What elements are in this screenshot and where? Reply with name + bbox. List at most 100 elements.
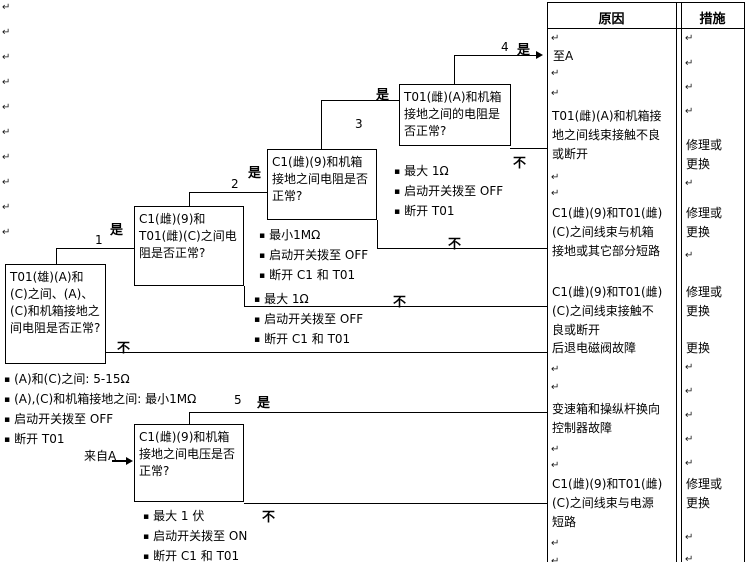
- note-text: 断开 T01: [14, 432, 65, 446]
- bullet-icon: ▪: [394, 207, 401, 217]
- bullet-icon: ▪: [259, 251, 266, 261]
- paragraph-mark: ↵: [685, 106, 694, 117]
- connector-line: [321, 100, 399, 101]
- from-a-label: 来自A: [84, 449, 117, 463]
- paragraph-mark: ↵: [2, 77, 11, 88]
- paragraph-mark: ↵: [551, 538, 560, 549]
- yes-label-4: 是: [517, 43, 531, 58]
- paragraph-mark: ↵: [685, 58, 694, 69]
- paragraph-mark: ↵: [551, 460, 560, 471]
- paragraph-mark: ↵: [551, 33, 560, 44]
- note-text: 断开 C1 和 T01: [269, 268, 356, 282]
- table-column-divider: [676, 2, 677, 562]
- notes-box-1: ▪(A)和(C)之间: 5-15Ω ▪(A),(C)和机箱接地之间: 最小1MΩ…: [4, 370, 196, 450]
- no-label-5: 不: [262, 510, 276, 525]
- paragraph-mark: ↵: [2, 227, 11, 238]
- bullet-icon: ▪: [394, 167, 401, 177]
- bullet-icon: ▪: [143, 552, 150, 562]
- decision-box-5: C1(雌)(9)和机箱接地之间电压是否正常?: [134, 424, 244, 502]
- paragraph-mark: ↵: [551, 88, 560, 99]
- arrowhead-right-icon: [126, 457, 133, 465]
- paragraph-mark: ↵: [685, 458, 694, 469]
- connector-line: [189, 412, 547, 413]
- connector-line: [189, 192, 190, 206]
- paragraph-mark: ↵: [685, 250, 694, 261]
- bullet-icon: ▪: [254, 315, 261, 325]
- note-line: ▪(A),(C)和机箱接地之间: 最小1MΩ: [4, 390, 196, 410]
- connector-line: [454, 55, 455, 84]
- bullet-icon: ▪: [4, 415, 11, 425]
- measure-text-3: 修理或更换: [686, 285, 723, 318]
- note-text: 最大 1Ω: [404, 164, 449, 178]
- paragraph-mark: ↵: [685, 410, 694, 421]
- note-line: ▪断开 C1 和 T01: [259, 266, 368, 286]
- note-line: ▪断开 T01: [394, 202, 503, 222]
- cause-column-header: 原因: [598, 12, 625, 27]
- notes-box-4: ▪最大 1Ω ▪启动开关拨至 OFF ▪断开 T01: [394, 162, 503, 222]
- paragraph-mark: ↵: [685, 532, 694, 543]
- yes-label-2: 是: [248, 166, 262, 181]
- note-text: 断开 T01: [404, 204, 455, 218]
- connector-line: [189, 192, 268, 193]
- note-line: ▪最大 1Ω: [254, 290, 363, 310]
- note-line: ▪启动开关拨至 OFF: [254, 310, 363, 330]
- paragraph-mark: ↵: [551, 364, 560, 375]
- step-number-5: 5: [234, 393, 242, 407]
- paragraph-mark: ↵: [2, 52, 11, 63]
- note-line: ▪最大 1Ω: [394, 162, 503, 182]
- table-column-divider-inner: [681, 2, 682, 562]
- bullet-icon: ▪: [259, 231, 266, 241]
- paragraph-mark: ↵: [2, 177, 11, 188]
- paragraph-mark: ↵: [551, 444, 560, 455]
- paragraph-mark: ↵: [551, 68, 560, 79]
- note-text: 启动开关拨至 ON: [153, 529, 248, 543]
- no-label-3: 不: [448, 237, 462, 252]
- goto-a-label: 至A: [553, 49, 574, 63]
- connector-line: [321, 100, 322, 149]
- table-top-border: [547, 2, 744, 3]
- notes-box-2: ▪最大 1Ω ▪启动开关拨至 OFF ▪断开 C1 和 T01: [254, 290, 363, 350]
- measure-text-6: 修理或更换: [686, 477, 723, 510]
- note-text: (A)和(C)之间: 5-15Ω: [14, 372, 130, 386]
- bullet-icon: ▪: [394, 187, 401, 197]
- measure-column-header: 措施: [699, 12, 726, 27]
- paragraph-mark: ↵: [685, 554, 694, 562]
- step-number-4: 4: [501, 40, 509, 54]
- note-text: 最大 1 伏: [153, 509, 205, 523]
- arrowhead-right-icon: [536, 51, 543, 59]
- bullet-icon: ▪: [254, 335, 261, 345]
- note-text: 启动开关拨至 OFF: [264, 312, 364, 326]
- table-header-border: [547, 28, 744, 29]
- bullet-icon: ▪: [4, 395, 11, 405]
- bullet-icon: ▪: [4, 375, 11, 385]
- yes-label-5: 是: [257, 396, 271, 411]
- cause-text-4: 后退电磁阀故障: [552, 341, 637, 355]
- paragraph-mark: ↵: [551, 556, 560, 562]
- notes-box-5: ▪最大 1 伏 ▪启动开关拨至 ON ▪断开 C1 和 T01: [143, 507, 247, 562]
- note-line: ▪最小1MΩ: [259, 226, 368, 246]
- note-text: 启动开关拨至 OFF: [14, 412, 114, 426]
- note-text: 启动开关拨至 OFF: [269, 248, 369, 262]
- connector-line: [56, 248, 57, 264]
- note-text: (A),(C)和机箱接地之间: 最小1MΩ: [14, 392, 197, 406]
- note-line: ▪启动开关拨至 OFF: [4, 410, 196, 430]
- connector-line: [106, 352, 547, 353]
- no-label-4: 不: [513, 156, 527, 171]
- connector-line: [510, 148, 547, 149]
- measure-text-1: 修理或更换: [686, 138, 723, 171]
- connector-line: [244, 306, 547, 307]
- connector-line: [244, 286, 245, 306]
- step-number-2: 2: [231, 177, 239, 191]
- connector-line: [189, 412, 190, 424]
- connector-line: [56, 248, 135, 249]
- cause-text-3: C1(雌)(9)和T01(雌)(C)之间线束接触不良或断开: [552, 285, 663, 337]
- step-number-3: 3: [355, 117, 363, 131]
- note-text: 启动开关拨至 OFF: [404, 184, 504, 198]
- decision-box-3: C1(雌)(9)和机箱接地之间电阻是否正常?: [267, 149, 377, 220]
- paragraph-mark: ↵: [685, 386, 694, 397]
- decision-box-4: T01(雌)(A)和机箱接地之间的电阻是否正常?: [399, 84, 511, 146]
- note-line: ▪最大 1 伏: [143, 507, 247, 527]
- no-label-1: 不: [117, 341, 131, 356]
- paragraph-mark: ↵: [2, 27, 11, 38]
